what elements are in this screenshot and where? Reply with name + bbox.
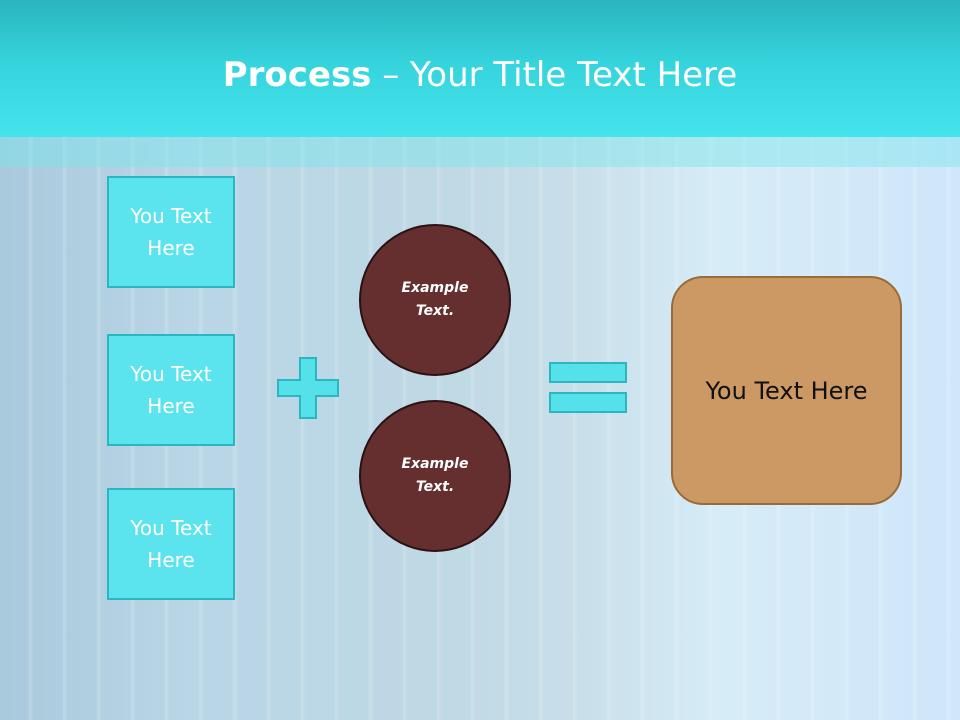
title-bar: Process – Your Title Text Here <box>0 0 960 137</box>
text-box-3-label: You Text Here <box>130 516 212 572</box>
slide-title[interactable]: Process – Your Title Text Here <box>0 52 960 98</box>
result-box[interactable]: You Text Here <box>671 276 902 505</box>
text-box-2[interactable]: You Text Here <box>107 334 235 446</box>
header-band <box>0 137 960 167</box>
text-box-3[interactable]: You Text Here <box>107 488 235 600</box>
title-rest: – Your Title Text Here <box>371 55 738 95</box>
plus-icon <box>277 357 339 419</box>
example-circle-1[interactable]: Example Text. <box>359 224 511 376</box>
example-circle-2[interactable]: Example Text. <box>359 400 511 552</box>
text-box-1-label: You Text Here <box>130 204 212 260</box>
text-box-1[interactable]: You Text Here <box>107 176 235 288</box>
example-circle-2-label: Example Text. <box>401 456 469 495</box>
equals-icon <box>549 362 627 413</box>
title-bold: Process <box>222 55 372 95</box>
text-box-2-label: You Text Here <box>130 362 212 418</box>
example-circle-1-label: Example Text. <box>401 280 469 319</box>
result-box-label: You Text Here <box>705 376 868 405</box>
